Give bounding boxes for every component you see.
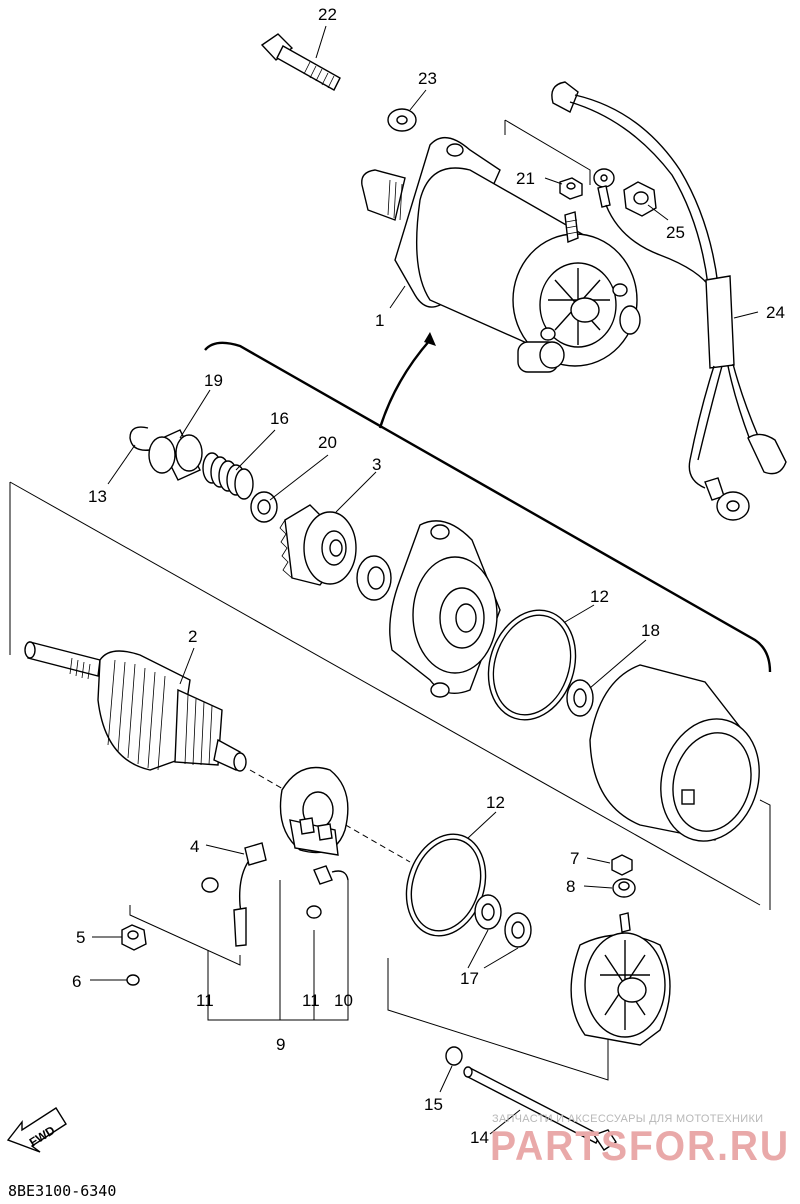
part-7-nut bbox=[611, 854, 633, 876]
callout-11-right: 11 bbox=[302, 991, 320, 1010]
callout-14: 14 bbox=[470, 1128, 489, 1147]
part-3-starter-clutch bbox=[279, 504, 357, 586]
part-11-lock-washer-a bbox=[201, 877, 219, 893]
callout-18: 18 bbox=[641, 621, 660, 640]
part-13-circlip bbox=[129, 426, 151, 451]
watermark-brand: PARTSFOR.RU bbox=[490, 1122, 790, 1169]
part-15-washer bbox=[445, 1046, 463, 1066]
part-24-starter-lead bbox=[551, 81, 787, 521]
callout-9: 9 bbox=[276, 1035, 285, 1054]
part-9-brush-plate bbox=[279, 766, 349, 856]
callout-11-left: 11 bbox=[196, 991, 214, 1010]
callout-1: 1 bbox=[375, 311, 384, 330]
part-19-collar bbox=[148, 429, 203, 481]
yoke-housing bbox=[589, 664, 760, 842]
part-6-washer bbox=[126, 974, 140, 986]
callout-12-upper: 12 bbox=[590, 587, 609, 606]
callout-12-lower: 12 bbox=[486, 793, 505, 812]
callout-23: 23 bbox=[418, 69, 437, 88]
watermark: ЗАПЧАСТИ И АКСЕССУАРЫ ДЛЯ МОТОТЕХНИКИ PA… bbox=[490, 1113, 790, 1169]
callout-25: 25 bbox=[666, 223, 685, 242]
watermark-tagline: ЗАПЧАСТИ И АКСЕССУАРЫ ДЛЯ МОТОТЕХНИКИ bbox=[492, 1113, 763, 1125]
callout-2: 2 bbox=[188, 627, 197, 646]
catalog-code: 8BE3100-6340 bbox=[8, 1182, 116, 1200]
part-1-starter-motor bbox=[361, 137, 641, 373]
callout-21: 21 bbox=[516, 169, 535, 188]
part-21-nut bbox=[559, 177, 583, 200]
part-25-nut bbox=[623, 181, 657, 217]
callout-24: 24 bbox=[766, 303, 785, 322]
callout-17: 17 bbox=[460, 969, 479, 988]
part-20-washer bbox=[250, 491, 278, 523]
leader-lines bbox=[90, 25, 759, 1135]
part-23-washer bbox=[387, 108, 417, 132]
callout-19: 19 bbox=[204, 371, 223, 390]
rear-cover bbox=[570, 912, 671, 1046]
part-22-bolt bbox=[260, 33, 341, 91]
callout-15: 15 bbox=[424, 1095, 443, 1114]
part-11-lock-washer-b bbox=[306, 905, 322, 919]
callout-6: 6 bbox=[72, 972, 81, 991]
part-12-o-ring-upper bbox=[487, 609, 577, 721]
callout-20: 20 bbox=[318, 433, 337, 452]
part-14-through-bolt bbox=[463, 1066, 617, 1151]
part-5-nut bbox=[121, 924, 147, 951]
clutch-washer bbox=[356, 555, 392, 601]
part-4-brush bbox=[233, 842, 267, 947]
callout-7: 7 bbox=[570, 849, 579, 868]
part-18-seal bbox=[566, 679, 594, 717]
part-2-armature bbox=[24, 641, 247, 772]
callout-3: 3 bbox=[372, 455, 381, 474]
part-10-brush bbox=[313, 865, 349, 885]
callout-8: 8 bbox=[566, 877, 575, 896]
part-17-shims bbox=[474, 894, 532, 948]
callout-5: 5 bbox=[76, 928, 85, 947]
callout-labels: 22 23 21 25 1 24 19 16 20 3 13 12 18 2 1… bbox=[72, 5, 785, 1147]
callout-10: 10 bbox=[334, 991, 353, 1010]
part-8-insulator bbox=[612, 878, 636, 898]
callout-16: 16 bbox=[270, 409, 289, 428]
front-cover bbox=[389, 520, 501, 698]
callout-13: 13 bbox=[88, 487, 107, 506]
callout-4: 4 bbox=[190, 837, 199, 856]
fwd-direction-arrow: FWD bbox=[6, 1107, 67, 1153]
callout-22: 22 bbox=[318, 5, 337, 24]
part-16-spring bbox=[202, 452, 254, 500]
